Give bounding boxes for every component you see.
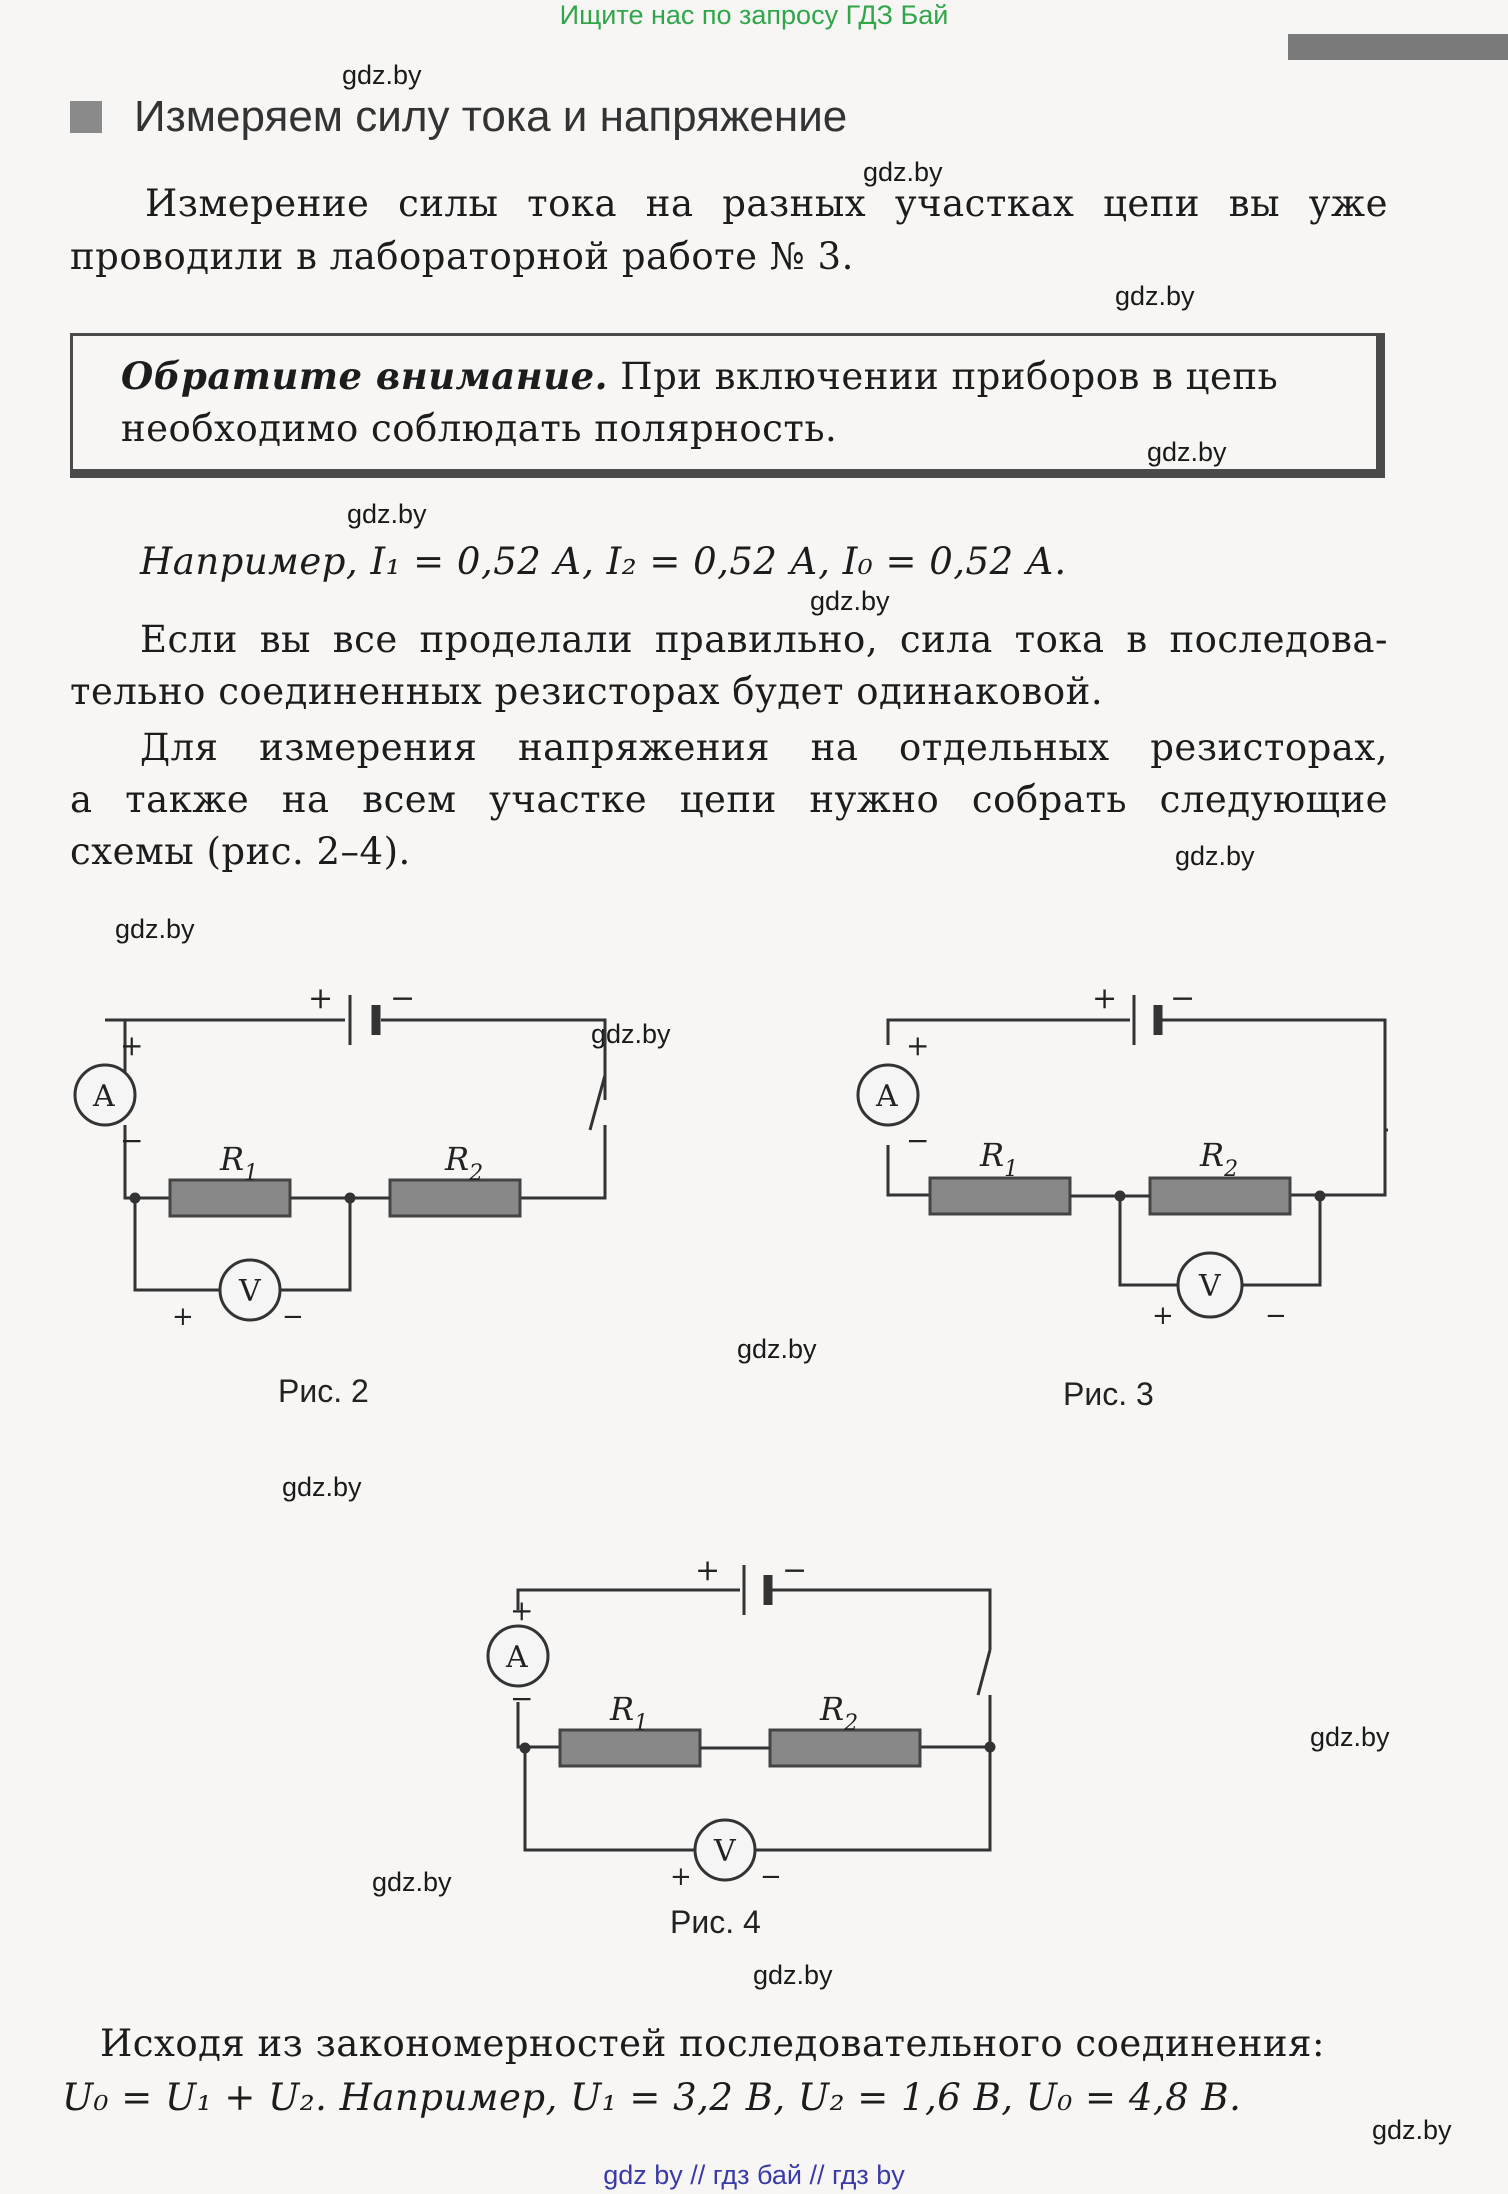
fig2-minus-voltmeter: − <box>282 1302 304 1332</box>
heading-marker <box>70 101 102 133</box>
watermark: gdz.by <box>347 499 427 529</box>
watermark: gdz.by <box>1175 841 1255 871</box>
fig2-r1-sub: 1 <box>244 1161 258 1186</box>
para4-line2: U₀ = U₁ + U₂. Например, U₁ = 3,2 В, U₂ =… <box>62 2076 1242 2119</box>
watermark: gdz.by <box>372 1867 452 1897</box>
fig2-r1: R <box>219 1140 244 1178</box>
fig2-r2-sub: 2 <box>468 1161 483 1186</box>
fig3-minus-voltmeter: − <box>1265 1301 1287 1331</box>
fig4-plus-ammeter: + <box>510 1594 533 1627</box>
watermark: gdz.by <box>753 1960 833 1990</box>
fig2-minus-ammeter: − <box>120 1124 143 1157</box>
fig2-r1-label: R1 <box>219 1140 258 1186</box>
watermark: gdz.by <box>1310 1722 1390 1752</box>
watermark: gdz.by <box>810 586 890 616</box>
fig3-ammeter-label: A <box>875 1079 898 1114</box>
fig2-plus-battery: + <box>308 981 333 1016</box>
watermark: gdz.by <box>1147 437 1227 467</box>
fig3-r2: R <box>1199 1136 1224 1174</box>
note-line2: необходимо соблюдать полярность. <box>121 407 838 450</box>
fig2-voltmeter-label: V <box>238 1274 262 1309</box>
fig4-minus-voltmeter: − <box>760 1862 782 1892</box>
top-banner: Ищите нас по запросу ГДЗ Бай <box>559 0 949 30</box>
para3-line3: схемы (рис. 2–4). <box>70 830 411 873</box>
fig4-r1-label: R1 <box>609 1690 648 1736</box>
watermark: gdz.by <box>1115 281 1195 311</box>
heading-text: Измеряем силу тока и напряжение <box>134 92 848 141</box>
fig3-caption: Рис. 3 <box>1063 1376 1154 1412</box>
watermark: gdz.by <box>863 157 943 187</box>
fig3-r1-sub: 1 <box>1004 1157 1018 1182</box>
example-currents: Например, I₁ = 0,52 А, I₂ = 0,52 А, I₀ =… <box>140 540 1067 583</box>
fig2-minus-battery: − <box>390 981 415 1016</box>
para3-line2: а также на всем участке цепи нужно собра… <box>70 778 1388 821</box>
page-edge-bar <box>1288 34 1508 60</box>
fig4-r2-label: R2 <box>819 1690 858 1736</box>
fig3-r1: R <box>979 1136 1004 1174</box>
para3-line1: Для измерения напряжения на отдельных ре… <box>140 726 1388 769</box>
watermark: gdz.by <box>737 1334 817 1364</box>
fig4-plus-battery: + <box>695 1553 720 1588</box>
fig2-r2-label: R2 <box>444 1140 483 1186</box>
fig3-voltmeter-label: V <box>1198 1269 1222 1304</box>
fig3-r1-label: R1 <box>979 1136 1018 1182</box>
fig2-caption: Рис. 2 <box>278 1373 369 1409</box>
fig2-r2: R <box>444 1140 469 1178</box>
para1-line1: Измерение силы тока на разных участках ц… <box>145 182 1388 225</box>
fig4-caption: Рис. 4 <box>670 1904 761 1940</box>
fig2-plus-voltmeter: + <box>172 1302 194 1332</box>
watermark: gdz.by <box>282 1472 362 1502</box>
fig3-plus-battery: + <box>1092 981 1117 1016</box>
watermark: gdz.by <box>115 914 195 944</box>
fig4-voltmeter-label: V <box>713 1834 737 1869</box>
watermark: gdz.by <box>342 60 422 90</box>
figure-4-circuit: + − A + − R1 R2 V + − <box>486 1553 996 1892</box>
fig2-ammeter-label: A <box>92 1079 115 1114</box>
fig3-plus-voltmeter: + <box>1152 1301 1174 1331</box>
fig2-plus-ammeter: + <box>120 1029 143 1062</box>
fig4-r1-sub: 1 <box>634 1711 648 1736</box>
fig3-r2-label: R2 <box>1199 1136 1238 1182</box>
fig4-r2-sub: 2 <box>843 1711 858 1736</box>
fig4-minus-battery: − <box>782 1553 807 1588</box>
note-box: Обратите внимание. При включении приборо… <box>70 333 1385 478</box>
section-heading: Измеряем силу тока и напряжение <box>70 92 847 142</box>
para1-line2: проводили в лабораторной работе № 3. <box>70 235 854 278</box>
fig4-r1: R <box>609 1690 634 1728</box>
para2-line1: Если вы все проделали правильно, сила то… <box>140 618 1388 661</box>
fig4-r2: R <box>819 1690 844 1728</box>
note-line1: При включении приборов в цепь <box>608 355 1279 398</box>
para4-line1: Исходя из закономерностей последовательн… <box>100 2022 1325 2065</box>
fig4-plus-voltmeter: + <box>670 1862 692 1892</box>
fig4-ammeter-label: A <box>505 1640 528 1675</box>
note-title: Обратите внимание. <box>121 354 609 398</box>
figure-2-circuit: + − A + − R1 R2 V + − <box>73 981 607 1332</box>
fig3-plus-ammeter: + <box>906 1029 929 1062</box>
fig4-minus-ammeter: − <box>510 1682 533 1715</box>
watermark: gdz.by <box>1372 2115 1452 2145</box>
fig3-minus-battery: − <box>1170 981 1195 1016</box>
figure-3-circuit: + − A + − R1 R2 V + − <box>856 981 1388 1331</box>
footer-links: gdz by // гдз бай // гдз by <box>603 2160 905 2190</box>
fig3-minus-ammeter: − <box>906 1124 929 1157</box>
fig3-r2-sub: 2 <box>1223 1157 1238 1182</box>
para2-line2: тельно соединенных резисторах будет один… <box>70 670 1104 713</box>
